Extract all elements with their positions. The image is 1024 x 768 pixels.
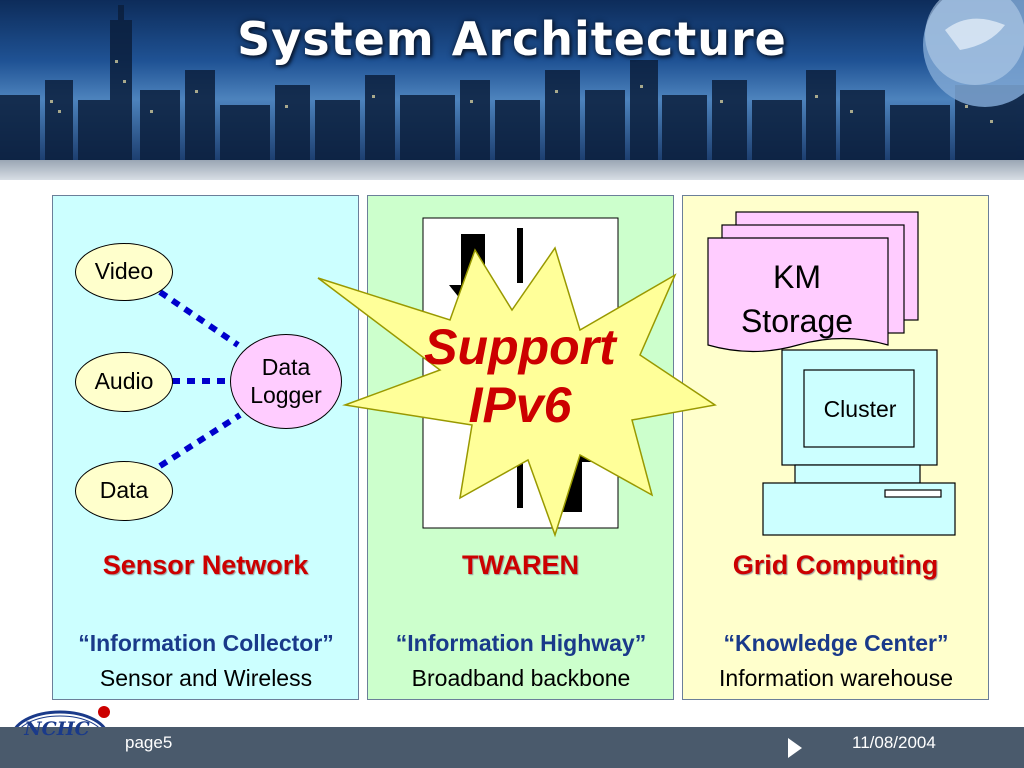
data-logger-node: Data Logger	[230, 334, 342, 429]
km-storage-line-2: Storage	[740, 303, 854, 339]
connector-video	[158, 289, 240, 348]
nchc-logo-text: NCHC	[24, 718, 90, 740]
starburst-line-1: Support	[424, 319, 616, 375]
header-banner	[0, 0, 1024, 160]
km-storage-label: KM Storage	[712, 255, 882, 343]
data-logger-line-1: Data	[261, 353, 311, 380]
cluster-label: Cluster	[823, 396, 897, 422]
data-logger-line-2: Logger	[250, 381, 322, 408]
video-node: Video	[75, 243, 173, 301]
starburst-shape	[317, 246, 717, 538]
slide-title: System Architecture	[237, 12, 787, 66]
data-node: Data	[75, 461, 173, 521]
grid-computing-quote: “Knowledge Center”	[723, 630, 949, 656]
twaren-title: TWAREN	[462, 550, 579, 580]
sensor-network-subtitle: Sensor and Wireless	[99, 665, 313, 691]
page-label: page5	[125, 733, 173, 752]
sensor-network-title: Sensor Network	[102, 550, 309, 580]
play-arrow-icon	[788, 738, 802, 758]
footer-bar	[0, 727, 1024, 768]
twaren-subtitle: Broadband backbone	[411, 665, 631, 691]
city-skyline-image	[0, 0, 1024, 160]
starburst-line-2: IPv6	[468, 377, 572, 433]
connector-data	[158, 412, 242, 469]
km-storage-icon	[707, 211, 919, 353]
sensor-network-quote: “Information Collector”	[78, 630, 334, 656]
header-divider	[0, 160, 1024, 180]
cluster-computer-icon	[762, 349, 956, 536]
km-storage-line-1: KM	[773, 259, 821, 295]
support-ipv6-label: Support IPv6	[395, 318, 645, 434]
audio-node: Audio	[75, 352, 173, 412]
grid-computing-subtitle: Information warehouse	[719, 665, 953, 691]
grid-computing-title: Grid Computing	[732, 550, 939, 580]
date-label: 11/08/2004	[852, 733, 936, 752]
twaren-quote: “Information Highway”	[395, 630, 647, 656]
